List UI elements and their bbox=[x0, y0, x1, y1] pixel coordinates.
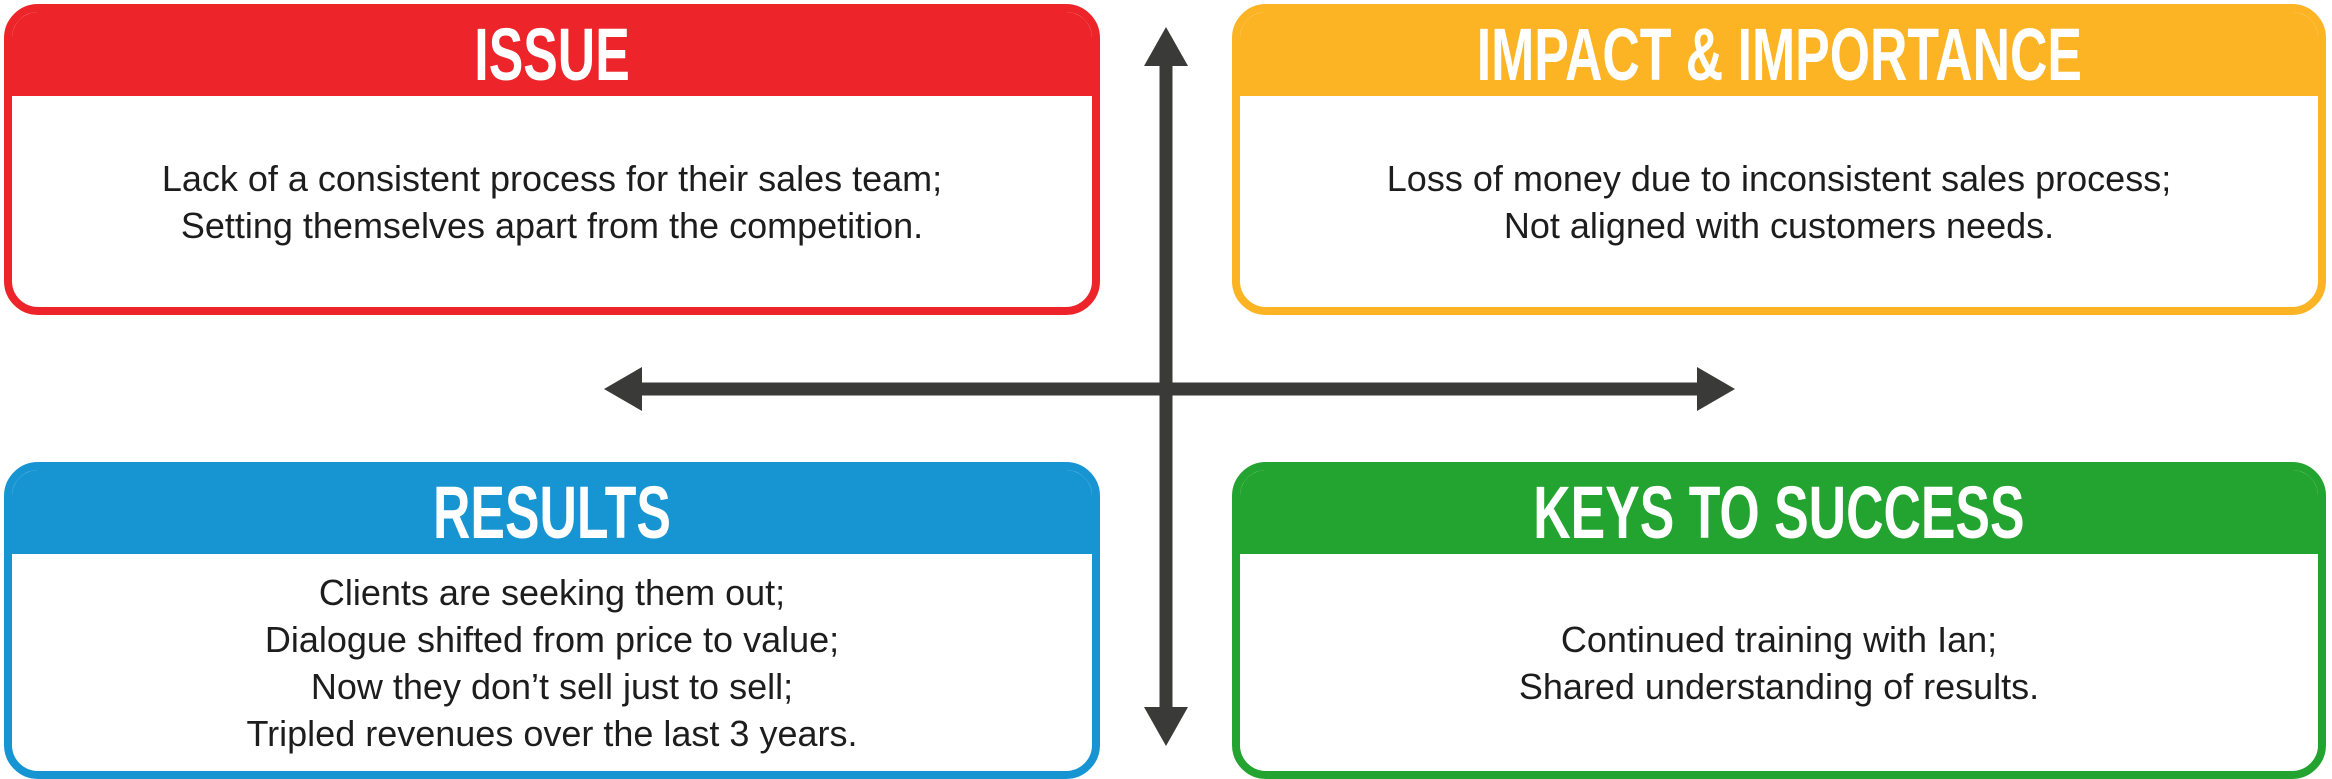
keys-to-success-card-body: Continued training with Ian; Shared unde… bbox=[1240, 554, 2318, 771]
body-line: Shared understanding of results. bbox=[1518, 665, 2040, 707]
body-line: Setting themselves apart from the compet… bbox=[180, 204, 924, 246]
arrowhead-left-icon bbox=[604, 367, 642, 411]
issue-card-title: ISSUE bbox=[474, 12, 630, 96]
issue-card-body: Lack of a consistent process for their s… bbox=[12, 96, 1092, 307]
impact-importance-card: IMPACT & IMPORTANCE Loss of money due to… bbox=[1232, 4, 2326, 315]
body-line: Continued training with Ian; bbox=[1560, 618, 1998, 660]
results-card-header: RESULTS bbox=[12, 470, 1092, 554]
body-line: Loss of money due to inconsistent sales … bbox=[1386, 157, 2172, 199]
impact-importance-card-title: IMPACT & IMPORTANCE bbox=[1476, 12, 2082, 96]
horizontal-axis-arrow bbox=[604, 367, 1735, 411]
keys-to-success-card-header: KEYS TO SUCCESS bbox=[1240, 470, 2318, 554]
vertical-axis-arrow bbox=[1144, 27, 1188, 746]
body-line: Lack of a consistent process for their s… bbox=[161, 157, 943, 199]
impact-importance-card-body: Loss of money due to inconsistent sales … bbox=[1240, 96, 2318, 307]
body-line: Now they don’t sell just to sell; bbox=[310, 665, 794, 707]
results-card-title: RESULTS bbox=[433, 470, 671, 554]
keys-to-success-card: KEYS TO SUCCESS Continued training with … bbox=[1232, 462, 2326, 779]
results-card-body: Clients are seeking them out; Dialogue s… bbox=[12, 554, 1092, 771]
body-line: Not aligned with customers needs. bbox=[1503, 204, 2055, 246]
keys-to-success-card-title: KEYS TO SUCCESS bbox=[1533, 470, 2025, 554]
body-line: Clients are seeking them out; bbox=[318, 571, 786, 613]
issue-card: ISSUE Lack of a consistent process for t… bbox=[4, 4, 1100, 315]
body-line: Dialogue shifted from price to value; bbox=[264, 618, 840, 660]
arrowhead-down-icon bbox=[1144, 707, 1188, 746]
body-line: Tripled revenues over the last 3 years. bbox=[246, 712, 858, 754]
arrowhead-right-icon bbox=[1697, 367, 1735, 411]
arrowhead-up-icon bbox=[1144, 27, 1188, 66]
results-card: RESULTS Clients are seeking them out; Di… bbox=[4, 462, 1100, 779]
issue-card-header: ISSUE bbox=[12, 12, 1092, 96]
impact-importance-card-header: IMPACT & IMPORTANCE bbox=[1240, 12, 2318, 96]
